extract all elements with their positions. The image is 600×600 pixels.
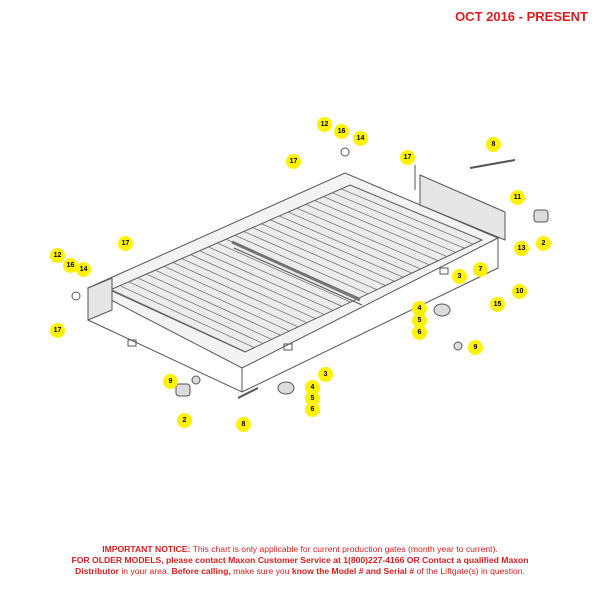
rod-part-8-right [469,159,516,169]
callout-part-11: 11 [510,190,525,205]
deck-slat [164,266,299,328]
notice-line2: FOR OLDER MODELS, please contact Maxon C… [71,555,529,565]
notice-line3-before-calling: Before calling, [171,566,231,576]
deck-slat [208,246,343,307]
notice-line3-text-b: make sure you [230,566,292,576]
notice-line3-distributor: Distributor [75,566,119,576]
deck-slat [111,289,247,353]
callout-part-3: 3 [318,367,333,382]
callout-part-3: 3 [452,269,467,284]
deck-slat [155,270,290,332]
deck-slat [270,219,404,278]
callout-part-4: 4 [412,301,427,316]
callout-part-17: 17 [50,323,65,338]
deck-slat [217,243,352,303]
pin-part-2-left [175,383,191,397]
cross-beam [231,240,361,302]
deck-slat [147,274,282,336]
notice-line1: This chart is only applicable for curren… [190,544,498,554]
deck-slat [332,192,465,249]
bushing-part-4-right [433,303,451,317]
pin-part-2-right [533,209,549,223]
callout-part-12: 12 [317,117,332,132]
callout-part-15: 15 [490,297,505,312]
callout-part-9: 9 [468,340,483,355]
deck-slat [173,262,308,324]
notice-line3-text-c: of the Liftgate(s) in question. [414,566,525,576]
right-hinge-plate [419,174,506,241]
callout-part-2: 2 [177,413,192,428]
deck-slat [200,250,334,311]
nut-part-9-right [453,341,463,351]
deck-slat [305,204,439,262]
callout-part-8: 8 [486,137,501,152]
deck-slat [288,211,421,270]
callout-part-14: 14 [353,131,368,146]
notice-title: IMPORTANT NOTICE: [102,544,191,554]
deck-slat [349,184,483,241]
callout-part-2: 2 [536,236,551,251]
callout-part-12: 12 [50,248,65,263]
deck-slat [235,235,369,295]
deck-slat [138,278,273,340]
deck-slat [296,208,430,266]
important-notice: IMPORTANT NOTICE: This chart is only app… [0,544,600,577]
deck-slat [244,231,378,291]
deck-slat [261,223,395,282]
deck-slat [120,285,255,349]
callout-part-5: 5 [412,313,427,328]
deck-slat [252,227,386,286]
callout-part-14: 14 [76,262,91,277]
deck-slat [279,215,413,274]
callout-part-6: 6 [412,325,427,340]
notice-line3-model-serial: know the Model # and Serial # [291,566,415,576]
callout-part-10: 10 [512,284,527,299]
callout-part-9: 9 [163,374,178,389]
washer-part-14-left [71,291,81,301]
callout-part-16: 16 [63,258,78,273]
date-range-label: OCT 2016 - PRESENT [455,9,588,24]
callout-part-13: 13 [514,241,529,256]
deck-slat [191,254,325,315]
deck-slat [182,258,317,320]
callout-part-17: 17 [286,154,301,169]
notice-line3-text-a: in your area. [118,566,172,576]
deck-slat [341,188,474,245]
deck-slat [314,200,448,257]
rod-part-8-left [237,387,259,399]
deck-slat [226,239,360,299]
nut-part-9-left [191,375,201,385]
deck-slat [129,281,264,345]
callout-part-6: 6 [305,402,320,417]
callout-part-17: 17 [400,150,415,165]
callout-part-16: 16 [334,124,349,139]
callout-part-8: 8 [236,417,251,432]
callout-part-17: 17 [118,236,133,251]
callout-part-7: 7 [473,262,488,277]
bushing-part-4-left [277,381,295,395]
left-hinge-plate [87,277,113,321]
deck-slat [323,196,456,253]
washer-part-14-top [340,147,350,157]
